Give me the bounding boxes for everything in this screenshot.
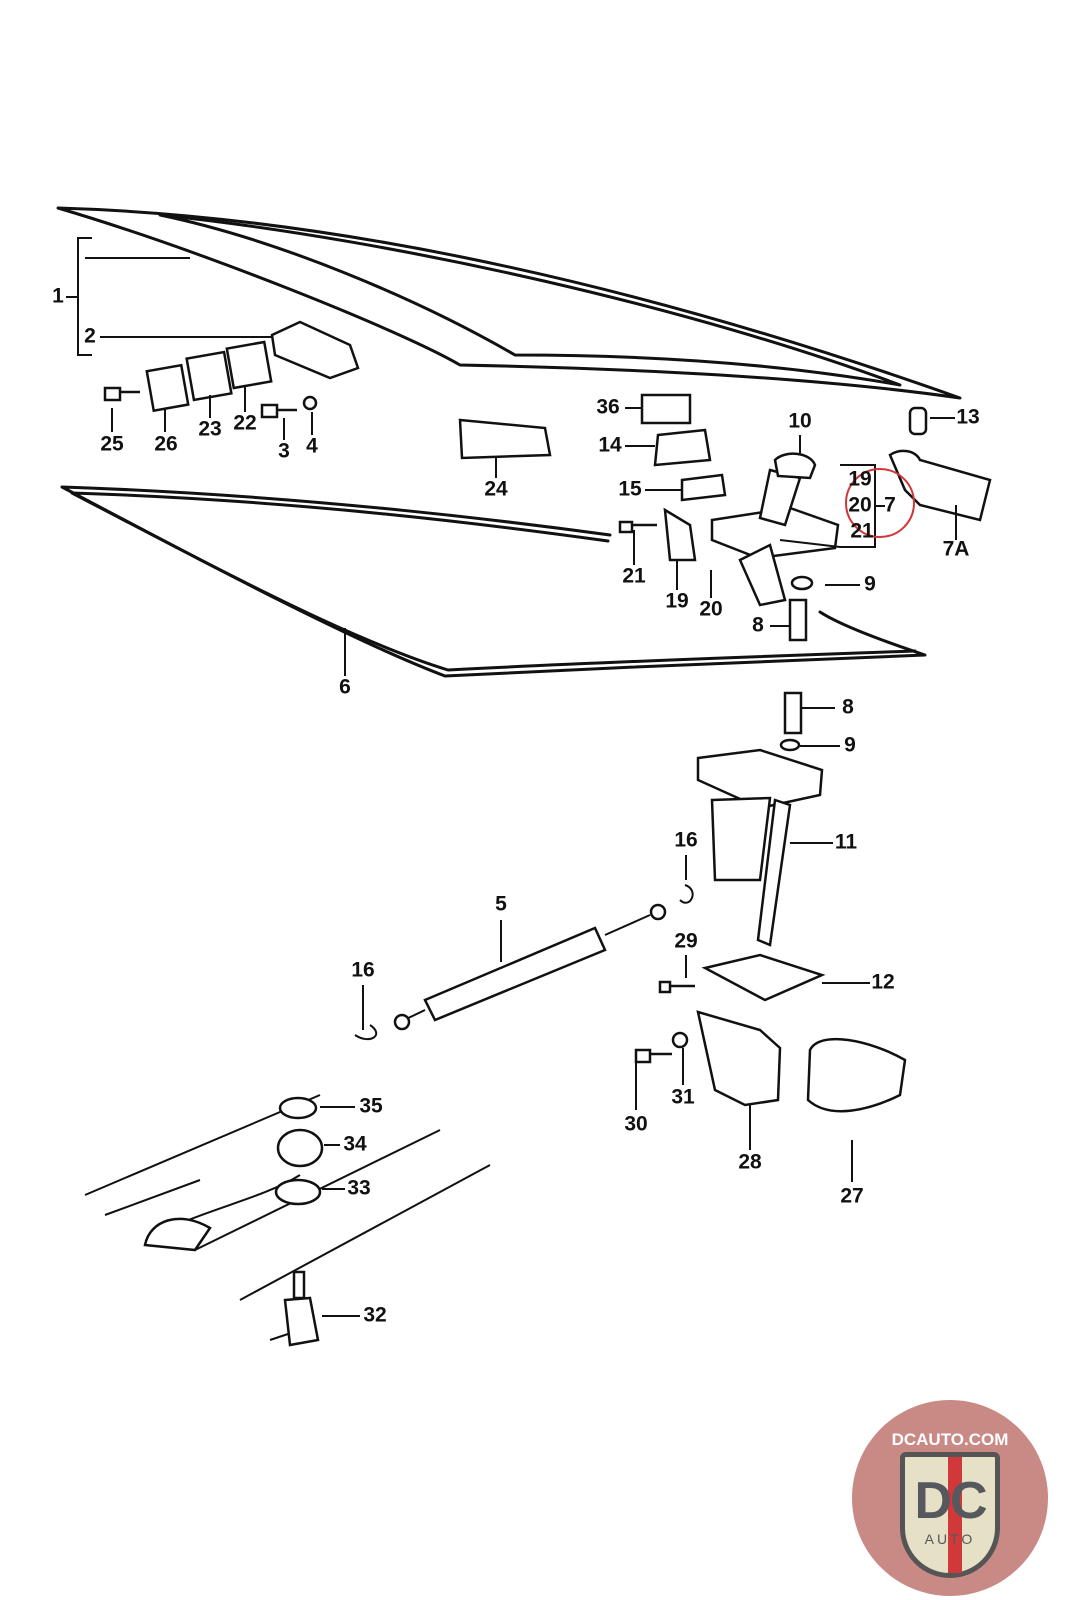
callout-2: 2: [84, 325, 96, 348]
latch-assembly: [618, 406, 992, 642]
callout-24: 24: [484, 478, 508, 501]
callout-8: 8: [752, 614, 764, 637]
hood-lid: [56, 206, 962, 400]
callout-25: 25: [100, 433, 124, 456]
callout-20: 20: [699, 598, 722, 621]
logo-mark: DC: [914, 1472, 987, 1530]
callout-1: 1: [52, 285, 64, 308]
callout-33: 33: [347, 1177, 370, 1200]
callout-9: 9: [864, 573, 876, 596]
callout-35: 35: [359, 1095, 383, 1118]
callout-5: 5: [495, 893, 507, 916]
callout-26: 26: [154, 433, 177, 456]
callout-7: 7: [884, 494, 896, 517]
callout-30: 30: [624, 1113, 647, 1136]
callout-32: 32: [363, 1304, 386, 1327]
callout-14: 14: [598, 434, 622, 457]
hood-seal: [60, 485, 927, 678]
callout-6: 6: [339, 676, 351, 699]
callout-29: 29: [674, 930, 697, 953]
callout-21: 21: [622, 565, 646, 588]
callout-12: 12: [871, 971, 894, 994]
hinge-parts: [103, 320, 727, 502]
callout-21: 21: [850, 520, 874, 543]
callout-13: 13: [956, 406, 979, 429]
callout-27: 27: [840, 1185, 863, 1208]
callout-9: 9: [844, 734, 856, 757]
callout-34: 34: [343, 1133, 367, 1156]
logo-stripe: [948, 1457, 962, 1573]
callout-4: 4: [306, 435, 318, 458]
callout-28: 28: [738, 1151, 762, 1174]
callout-16: 16: [351, 959, 374, 982]
callout-15: 15: [618, 478, 642, 501]
callout-8: 8: [842, 696, 854, 719]
callout-10: 10: [788, 410, 811, 433]
callout-31: 31: [671, 1086, 695, 1109]
callout-22: 22: [233, 412, 256, 435]
callout-20: 20: [848, 494, 871, 517]
gas-strut: [354, 884, 694, 1041]
callout-16: 16: [674, 829, 697, 852]
callout-19: 19: [848, 468, 871, 491]
logo-url: DCAUTO.COM: [891, 1430, 1009, 1449]
callout-23: 23: [198, 418, 221, 441]
body-panel: [84, 1094, 491, 1347]
logo-shield: DC AUTO: [900, 1452, 1000, 1578]
callout-7A: 7A: [943, 538, 970, 561]
dcauto-logo: DCAUTO.COM DC AUTO: [852, 1400, 1048, 1596]
logo-sub: AUTO: [924, 1531, 976, 1547]
callout-19: 19: [665, 590, 688, 613]
highlight-circle: [845, 468, 915, 538]
callout-11: 11: [835, 831, 858, 854]
callout-3: 3: [278, 440, 290, 463]
lower-latch: [634, 691, 907, 1113]
callout-36: 36: [596, 396, 619, 419]
